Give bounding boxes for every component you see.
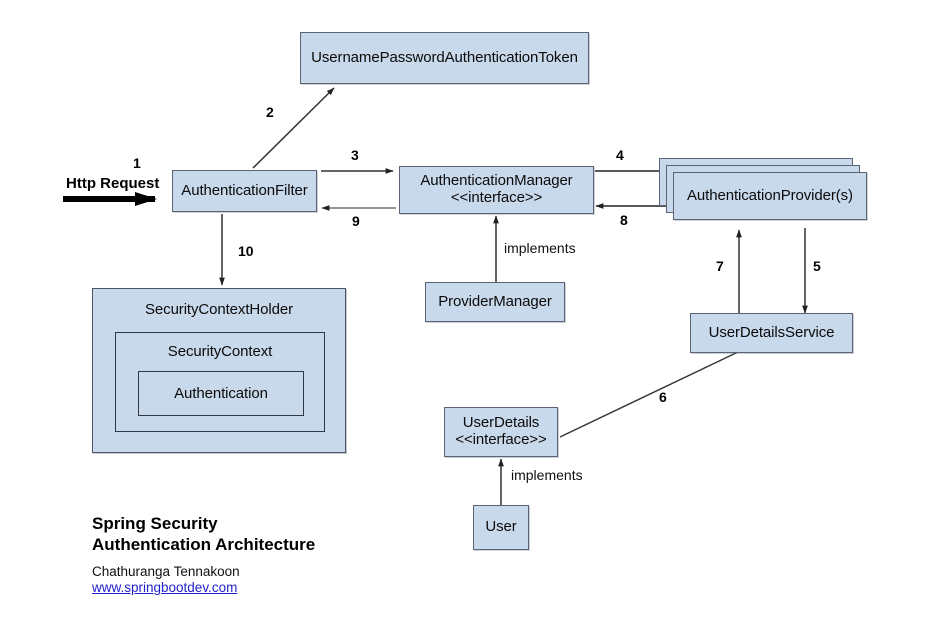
node-label: ProviderManager [438,292,552,310]
node-user[interactable]: User [473,505,529,550]
node-label: User [485,518,517,536]
edge-2 [252,87,335,169]
edge-label-4: 4 [616,147,624,163]
edge-label-6: 6 [659,389,667,405]
node-label-line1: AuthenticationManager [420,172,573,190]
security-context-holder-label: SecurityContextHolder [145,301,293,318]
node-username-password-authentication-token[interactable]: UsernamePasswordAuthenticationToken [300,32,589,84]
edge-label-implements-provider-manager: implements [504,240,576,256]
title-block: Spring Security Authentication Architect… [92,514,315,597]
edge-label-3: 3 [351,147,359,163]
node-label: UsernamePasswordAuthenticationToken [311,48,578,66]
node-label-line2: <<interface>> [455,431,547,448]
edge-label-2: 2 [266,104,274,120]
node-label: AuthenticationProvider(s) [687,186,853,204]
edge-label-http-request: Http Request [66,175,160,192]
edge-6 [559,351,739,438]
node-user-details-service[interactable]: UserDetailsService [690,313,853,353]
author-name: Chathuranga Tennakoon [92,564,240,580]
edge-label-implements-user: implements [511,467,583,483]
node-authentication-manager[interactable]: AuthenticationManager <<interface>> [399,166,594,214]
node-security-context-holder[interactable]: SecurityContextHolder SecurityContext Au… [92,288,346,453]
edge-label-7: 7 [716,258,724,274]
node-label: AuthenticationFilter [181,181,308,199]
edge-label-8: 8 [620,212,628,228]
node-label-line2: <<interface>> [450,189,543,206]
edge-label-5: 5 [813,258,821,274]
edge-label-9: 9 [352,213,360,229]
node-label: UserDetailsService [708,323,835,341]
title-line-1: Spring Security [92,514,218,533]
node-authentication-provider[interactable]: AuthenticationProvider(s) [673,172,867,220]
security-context-label: SecurityContext [167,343,273,360]
node-security-context[interactable]: SecurityContext Authentication [115,332,325,432]
website-link[interactable]: www.springbootdev.com [92,580,238,596]
node-provider-manager[interactable]: ProviderManager [425,282,565,322]
edge-label-10: 10 [238,243,254,259]
node-label-line1: UserDetails [462,414,540,432]
authentication-label: Authentication [174,385,268,402]
title-line-2: Authentication Architecture [92,534,316,554]
edge-label-1: 1 [133,155,141,171]
node-user-details[interactable]: UserDetails <<interface>> [444,407,558,457]
node-authentication[interactable]: Authentication [138,371,304,416]
node-authentication-filter[interactable]: AuthenticationFilter [172,170,317,212]
